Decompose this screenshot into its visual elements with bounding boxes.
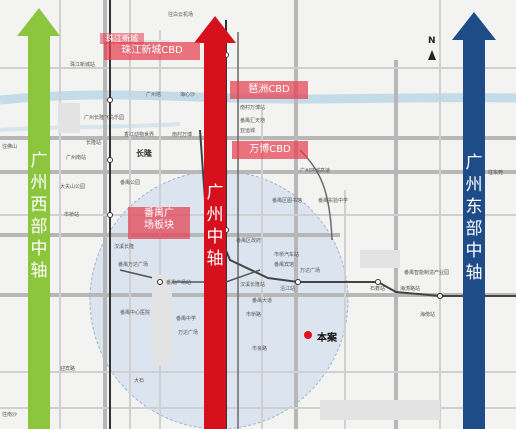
label-yingbin: 迎宾路	[60, 366, 76, 372]
label-yanjiang: 沿江站	[280, 286, 296, 292]
label-poi6: 南村万博站	[240, 105, 266, 111]
label-poi9: 市桥汽车站	[274, 252, 300, 258]
label-poi2: 番禺区图书馆	[272, 198, 303, 204]
panyu-square-line1: 番禺广	[144, 208, 174, 219]
label-asiangames: 亚运城	[240, 128, 256, 134]
label-wanda: 万达广场	[300, 268, 321, 274]
river-branch	[0, 122, 181, 132]
label-school: 番禺中学	[176, 316, 197, 322]
label-shiliang: 市良路	[252, 346, 268, 352]
east-axis-arrow	[452, 12, 496, 429]
label-shiqiao: 市桥站	[64, 212, 80, 218]
north-label: N	[428, 36, 436, 46]
project-marker-dot	[304, 331, 312, 339]
label-hospital: 番禺中心医院	[120, 310, 151, 316]
district-changlong: 长隆	[136, 149, 152, 158]
label-nancun: 南村万博	[172, 132, 193, 138]
label-gdpark: 番禺万达广场	[118, 262, 149, 268]
label-lcpark: 番禺区政府	[236, 238, 262, 244]
label-panyu-park: 番禺公园	[120, 180, 141, 186]
west-axis-label: 广州西部中轴	[30, 151, 48, 281]
north-arrow-icon	[428, 50, 436, 60]
label-poi8: 万达广场	[178, 330, 199, 336]
panyu-square-line2: 场板块	[144, 220, 174, 231]
label-shibi: 石碁站	[370, 286, 386, 292]
panyu-square-box: 番禺广 场板块	[128, 207, 190, 239]
label-guangzhou-south: 广州南站	[66, 155, 87, 161]
central-axis-arrow	[194, 16, 236, 429]
zhujiang-top-label: 珠江新城	[100, 33, 144, 44]
label-panyu-square-metro: 番禺广场站	[166, 280, 192, 286]
label-haixinsha: 海心沙	[180, 92, 196, 98]
label-poi7: 番禺汇天地	[240, 118, 266, 124]
label-poi3: 番禺实验中学	[318, 198, 349, 204]
west-axis-arrow	[17, 8, 60, 429]
label-left-road: 往佛山	[2, 144, 18, 150]
label-road-top: 往白云机场	[168, 12, 194, 18]
label-industry: 番禺智能制造产业园	[404, 270, 450, 276]
label-poi4: 广州长隆飞鸟乐园	[84, 115, 125, 121]
label-poi10: 番禺宾馆	[274, 262, 295, 268]
pazhou-cbd-box: 琶洲CBD	[230, 81, 308, 99]
label-xiangjiang: 香江动物世界	[124, 132, 155, 138]
project-label: 本案	[317, 333, 337, 344]
central-axis-label: 广州中轴	[206, 183, 224, 269]
label-right-road: 往东莞	[488, 170, 504, 176]
label-dashi: 大石	[134, 378, 145, 384]
label-haibang: 海傍站	[420, 312, 436, 318]
label-guangzhou-tower: 广州塔	[146, 92, 162, 98]
label-yuhu: 番禺大道	[252, 298, 273, 304]
east-axis-label: 广州东部中轴	[465, 153, 483, 283]
label-poi5: 汉溪长隆站	[240, 282, 266, 288]
label-zhujiang-north: 珠江新城站	[70, 62, 96, 68]
label-shiqiao-road: 市桥路	[246, 312, 262, 318]
label-guangfo: 广州环城高速	[300, 168, 331, 174]
label-haitao: 海涛路站	[400, 286, 421, 292]
zhujiang-cbd-box: 珠江新城CBD	[104, 42, 200, 60]
label-changlong-metro: 长隆站	[86, 140, 102, 146]
label-hanxi: 汉溪长隆	[114, 244, 135, 250]
wanbo-cbd-box: 万博CBD	[232, 141, 308, 159]
label-nansha: 往南沙	[2, 412, 18, 418]
label-poi1: 大夫山公园	[60, 184, 86, 190]
